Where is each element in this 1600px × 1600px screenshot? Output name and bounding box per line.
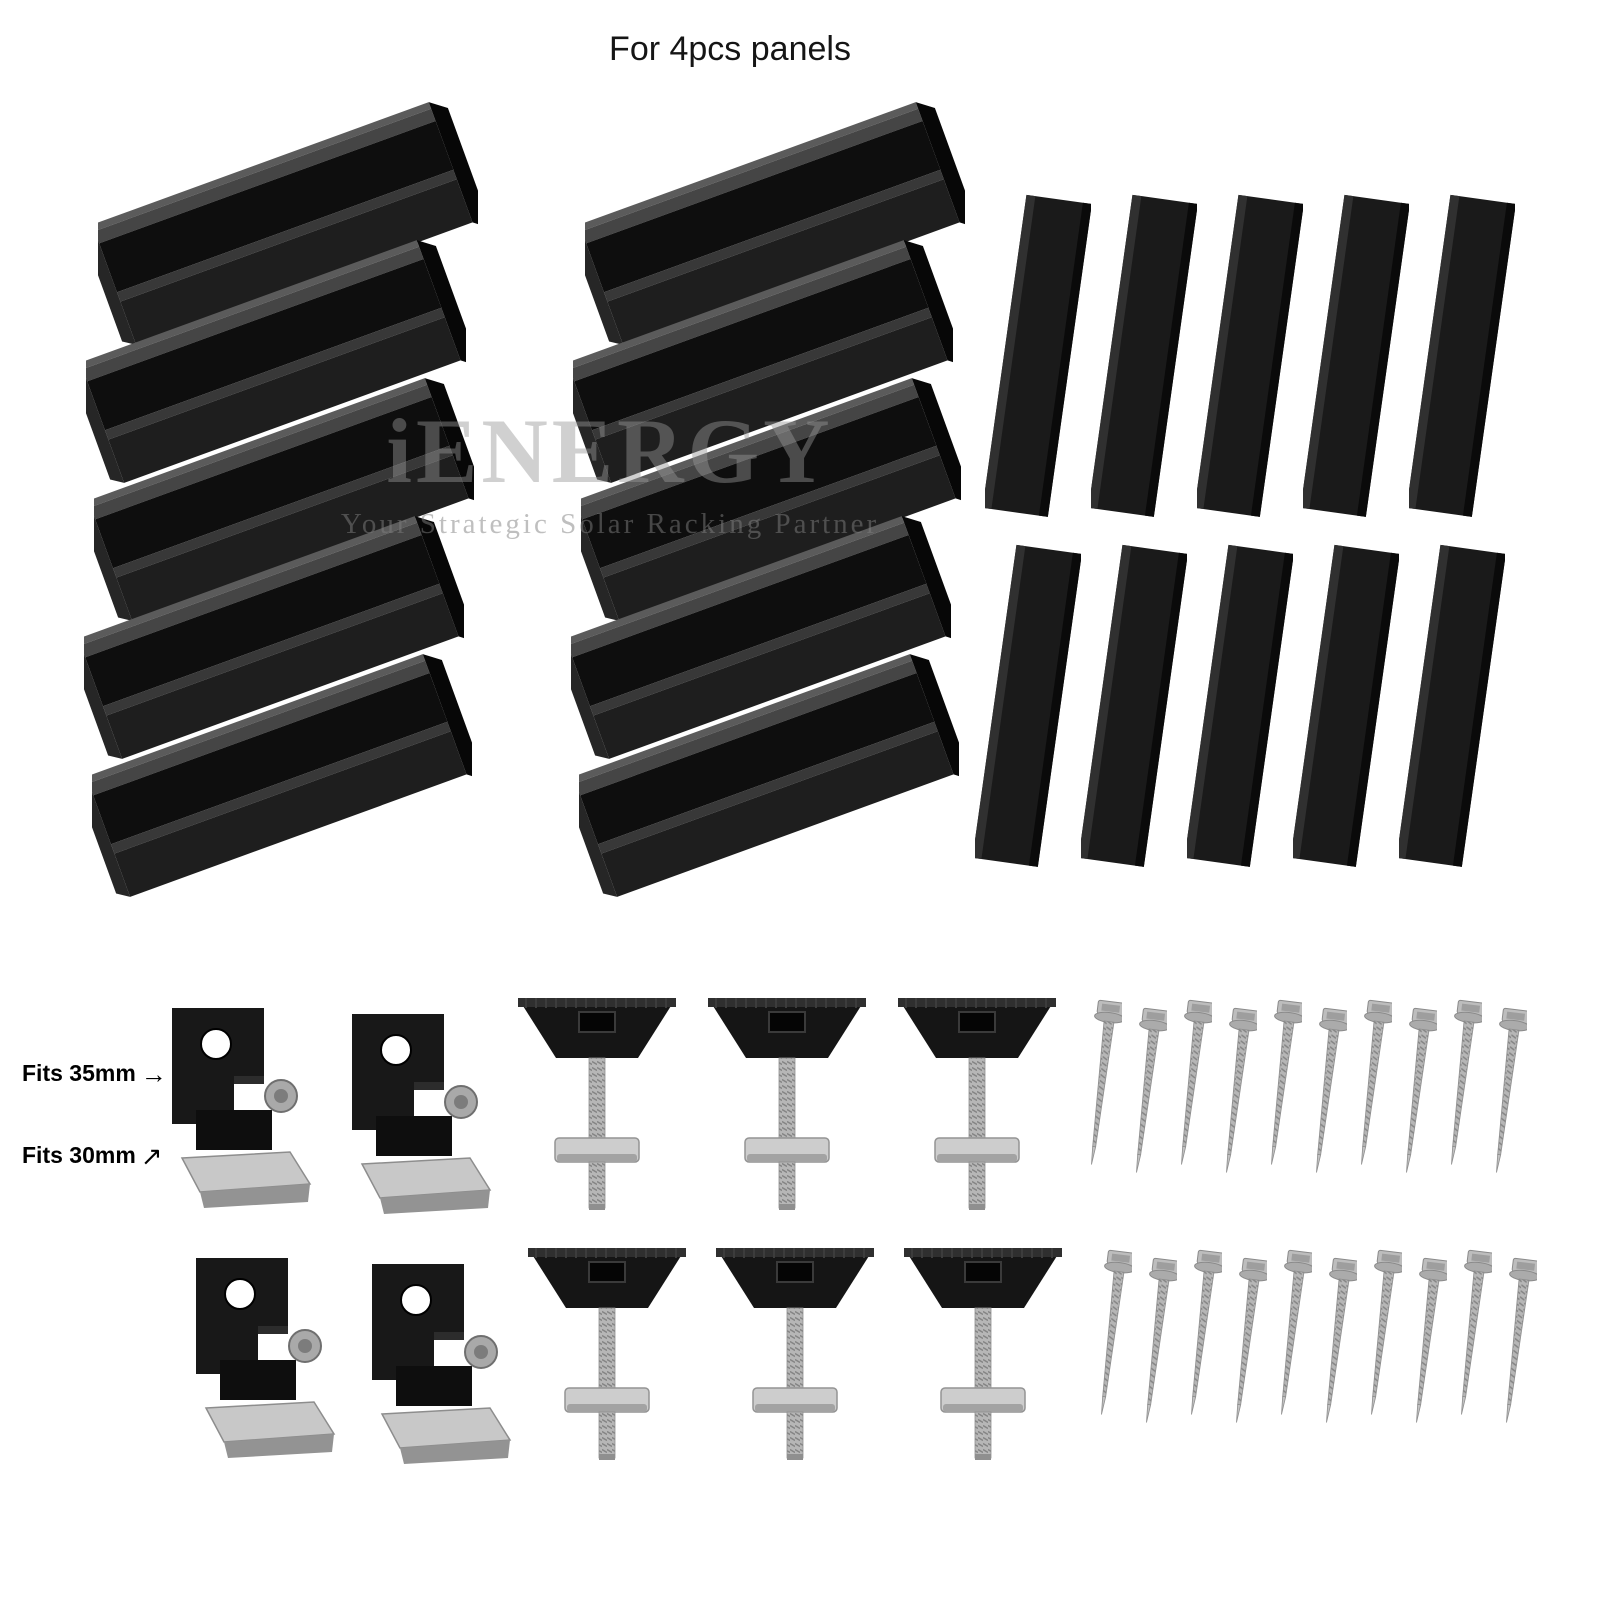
screw-icon <box>1403 1253 1447 1468</box>
rubber-strip-row <box>985 190 1515 525</box>
screw-icon <box>1123 1003 1167 1218</box>
rubber-strip-icon <box>975 540 1081 875</box>
end-clamp-icon <box>162 1242 352 1472</box>
screw-icon <box>1438 995 1482 1210</box>
rubber-strip-row <box>975 540 1505 875</box>
t-bolt-icon <box>882 982 1072 1252</box>
screw-icon <box>1133 1253 1177 1468</box>
rubber-strip-icon <box>1187 540 1293 875</box>
t-bolt-icon <box>692 982 882 1252</box>
t-bolt-icon <box>700 1232 890 1502</box>
fits-30mm-label: Fits 30mm ↗ <box>22 1142 163 1169</box>
rubber-strip-icon <box>1197 190 1303 525</box>
page-title: For 4pcs panels <box>609 30 851 68</box>
rail-section-icon <box>579 652 959 912</box>
rubber-strip-icon <box>1091 190 1197 525</box>
screw-icon <box>1393 1003 1437 1218</box>
screw-icon <box>1268 1245 1312 1460</box>
end-clamp-icon <box>338 1248 528 1478</box>
rail-section-icon <box>92 652 472 912</box>
screw-icon <box>1078 995 1122 1210</box>
t-bolt-icon <box>502 982 692 1252</box>
rubber-strip-icon <box>985 190 1091 525</box>
screw-row <box>1088 1245 1537 1460</box>
screw-icon <box>1258 995 1302 1210</box>
screw-icon <box>1493 1253 1537 1468</box>
screw-icon <box>1448 1245 1492 1460</box>
screw-icon <box>1303 1003 1347 1218</box>
end-clamp-icon <box>318 998 508 1228</box>
rubber-strip-icon <box>1303 190 1409 525</box>
screw-icon <box>1483 1003 1527 1218</box>
screw-icon <box>1178 1245 1222 1460</box>
t-bolt-icon <box>888 1232 1078 1502</box>
screw-icon <box>1088 1245 1132 1460</box>
rubber-strip-icon <box>1399 540 1505 875</box>
fits-35mm-label: Fits 35mm → <box>22 1060 167 1087</box>
rubber-strip-icon <box>1409 190 1515 525</box>
screw-icon <box>1358 1245 1402 1460</box>
end-clamp-icon <box>138 992 328 1222</box>
fits-35mm-text: Fits 35mm <box>22 1060 136 1086</box>
screw-icon <box>1223 1253 1267 1468</box>
fits-30mm-text: Fits 30mm <box>22 1142 136 1168</box>
screw-row <box>1078 995 1527 1210</box>
rubber-strip-icon <box>1293 540 1399 875</box>
arrow-right-icon: → <box>140 1058 167 1089</box>
screw-icon <box>1313 1253 1357 1468</box>
t-bolt-icon <box>512 1232 702 1502</box>
rubber-strip-icon <box>1081 540 1187 875</box>
arrow-up-right-icon: ↗ <box>140 1140 163 1171</box>
screw-icon <box>1213 1003 1257 1218</box>
screw-icon <box>1168 995 1212 1210</box>
screw-icon <box>1348 995 1392 1210</box>
